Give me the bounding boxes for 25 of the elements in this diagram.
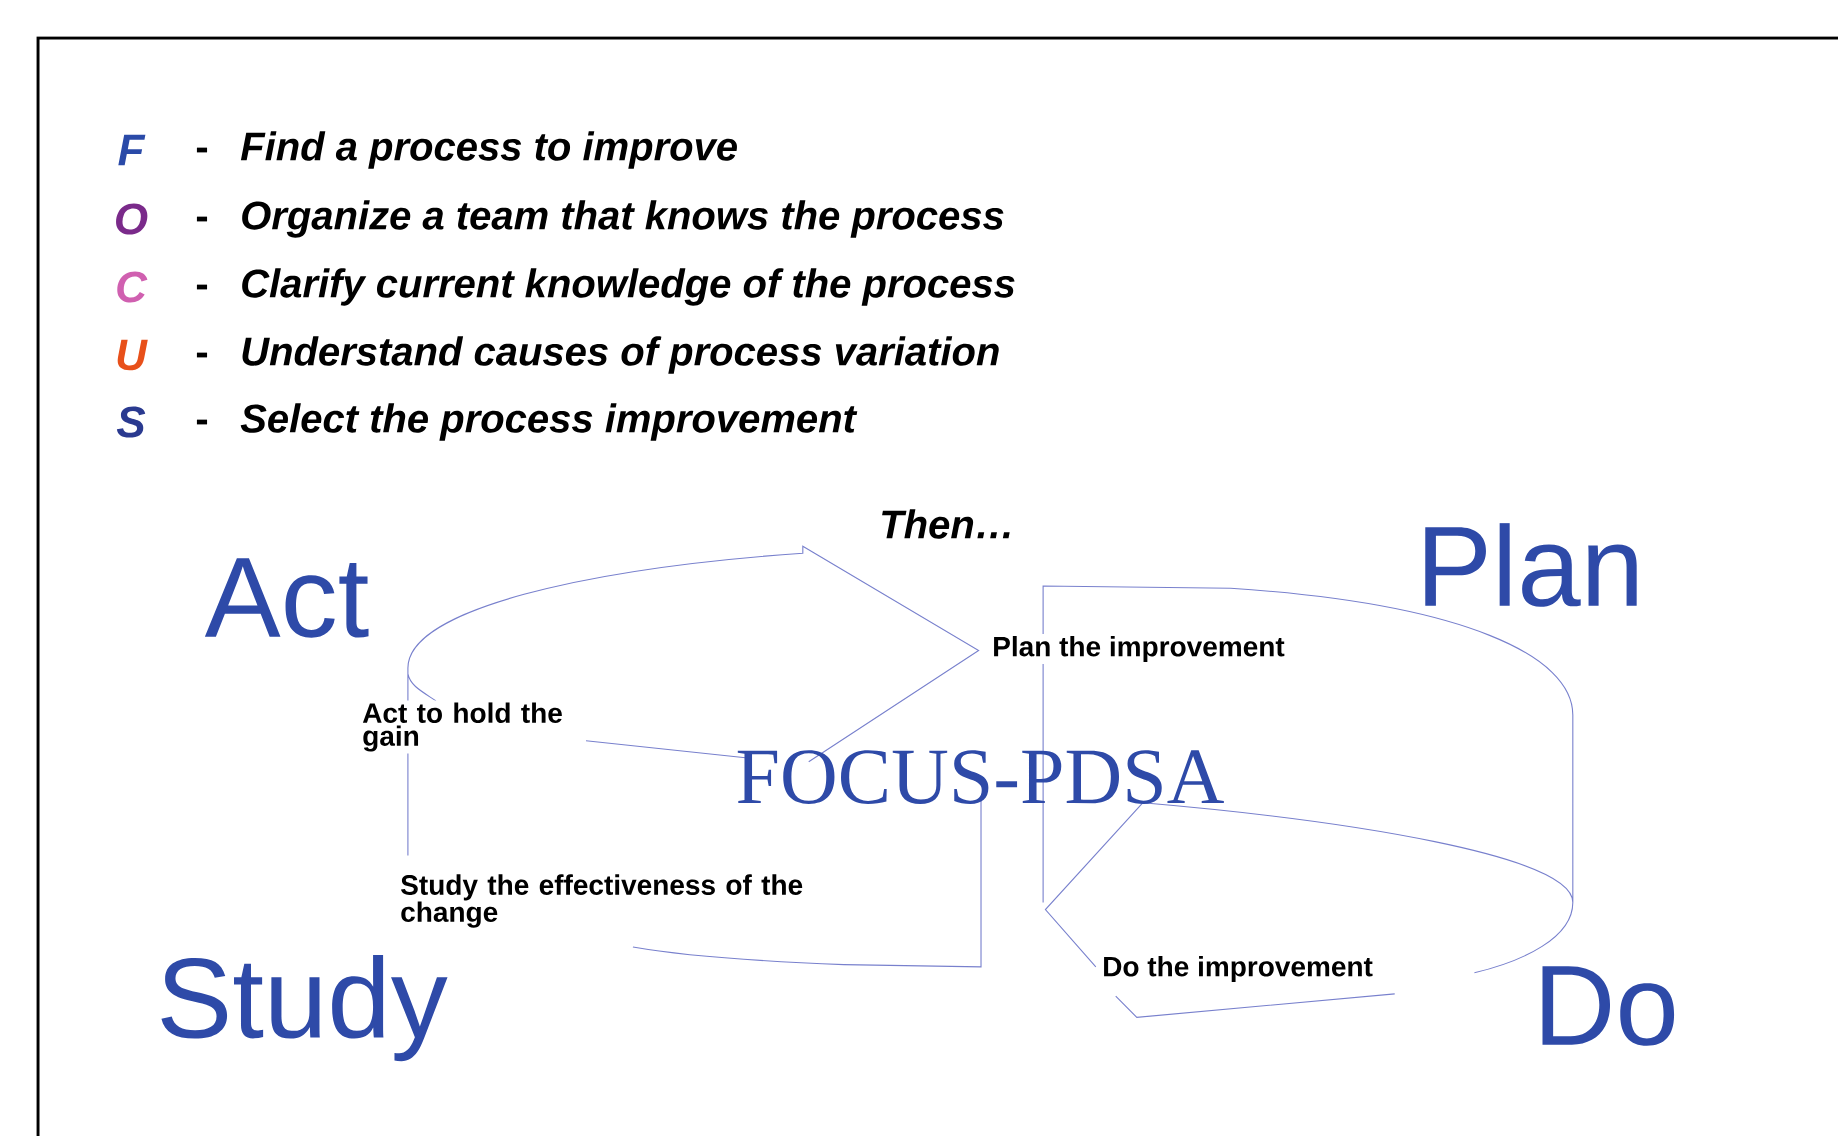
focus-letter: F	[118, 134, 146, 166]
phase-word: Study	[161, 954, 448, 1062]
dash: -	[196, 216, 208, 222]
step-label: Plan the improvement	[990, 633, 1287, 665]
focus-letter: C	[117, 271, 148, 303]
step-label: Do the improvement	[1100, 953, 1375, 985]
cycle-title: FOCUS-PDSA	[737, 750, 1224, 804]
dash: -	[196, 352, 208, 358]
heading-text: Then…	[882, 509, 1010, 539]
step-label: Study the effectiveness of the change	[398, 872, 823, 930]
step-description: Organize a team that knows the process	[242, 200, 1004, 238]
focus-letter: U	[117, 339, 148, 371]
step-description: Select the process improvement	[240, 403, 858, 441]
phase-word: Do	[1542, 966, 1675, 1046]
phase-word: Plan	[1425, 523, 1637, 607]
focus-letter: O	[116, 203, 148, 235]
step-description: Clarify current knowledge of the process	[242, 268, 1015, 306]
step-description: Understand causes of process variation	[242, 336, 999, 374]
step-label: Act to hold the gain	[360, 700, 570, 754]
step-description: Find a process to improve	[240, 131, 737, 169]
phase-word: Act	[204, 558, 369, 638]
dash: -	[196, 147, 208, 153]
focus-letter: S	[116, 406, 146, 438]
dash: -	[196, 419, 208, 425]
dash: -	[196, 284, 208, 290]
